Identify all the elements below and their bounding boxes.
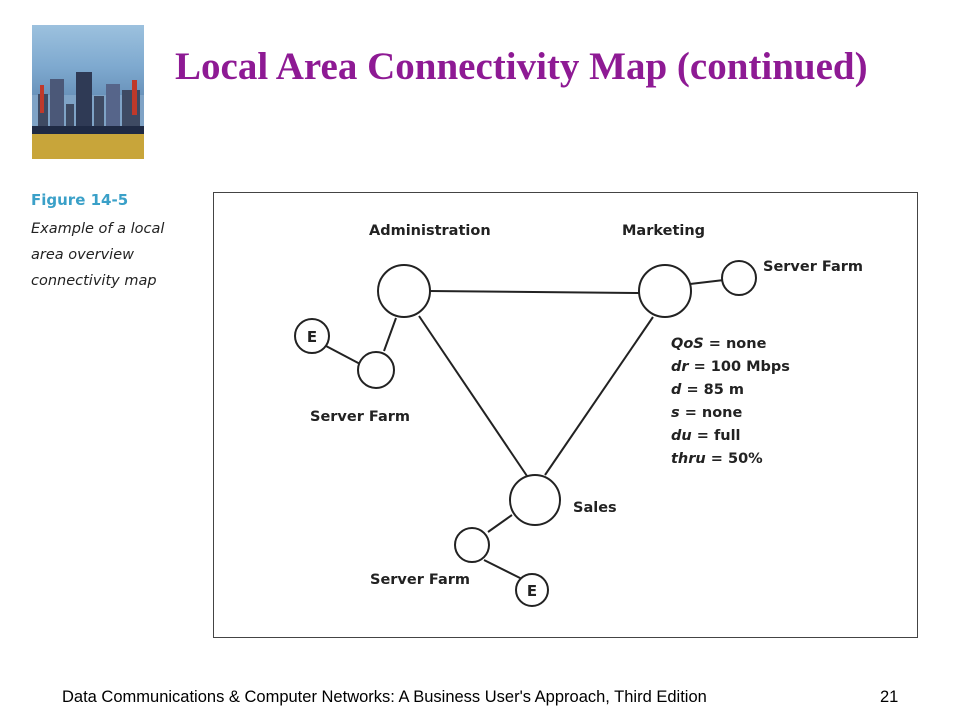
param-d: d = 85 m xyxy=(671,382,744,398)
link-admin-serverfarm xyxy=(383,317,397,352)
sales-label: Sales xyxy=(573,500,617,516)
admin-e-node xyxy=(294,318,330,354)
figure-caption-line: connectivity map xyxy=(31,273,157,289)
link-admin-marketing xyxy=(428,290,642,294)
admin-server-farm-node xyxy=(357,351,395,389)
figure-number: Figure 14-5 xyxy=(31,191,129,209)
param-qos: QoS = none xyxy=(671,336,767,352)
slide-title: Local Area Connectivity Map (continued) xyxy=(175,45,868,88)
admin-e-label: E xyxy=(307,328,317,346)
sales-e-node xyxy=(515,573,549,607)
figure-caption: Example of a local area overview connect… xyxy=(31,216,201,294)
admin-server-farm-label: Server Farm xyxy=(310,409,410,425)
param-thru: thru = 50% xyxy=(671,451,763,467)
figure-caption-line: area overview xyxy=(31,247,134,263)
connectivity-map-svg: Administration Marketing Sales Server Fa… xyxy=(294,223,863,607)
slide-footer: Data Communications & Computer Networks:… xyxy=(62,688,707,706)
param-dr: dr = 100 Mbps xyxy=(671,359,790,375)
link-parameters: QoS = none dr = 100 Mbps d = 85 m s = no… xyxy=(671,336,790,467)
marketing-server-farm-node xyxy=(721,260,757,296)
administration-label: Administration xyxy=(369,223,491,239)
marketing-node xyxy=(638,264,692,318)
link-admin-sales xyxy=(418,315,528,477)
param-s: s = none xyxy=(671,405,742,421)
link-marketing-serverfarm xyxy=(689,279,725,285)
marketing-label: Marketing xyxy=(622,223,705,239)
sales-server-farm-node xyxy=(454,527,490,563)
link-serverfarm-e-sales xyxy=(483,559,523,580)
sales-server-farm-label: Server Farm xyxy=(370,572,470,588)
param-du: du = full xyxy=(671,428,741,444)
sales-e-label: E xyxy=(527,582,537,600)
link-sales-serverfarm xyxy=(487,514,513,533)
link-marketing-sales xyxy=(544,316,654,476)
administration-node xyxy=(377,264,431,318)
figure-caption-line: Example of a local xyxy=(31,221,165,237)
page-number: 21 xyxy=(880,688,899,706)
sales-node xyxy=(509,474,561,526)
marketing-server-farm-label: Server Farm xyxy=(763,259,863,275)
link-serverfarm-e-admin xyxy=(325,345,363,366)
book-cover-image xyxy=(32,25,144,159)
connectivity-map-diagram: Administration Marketing Sales Server Fa… xyxy=(213,192,918,638)
